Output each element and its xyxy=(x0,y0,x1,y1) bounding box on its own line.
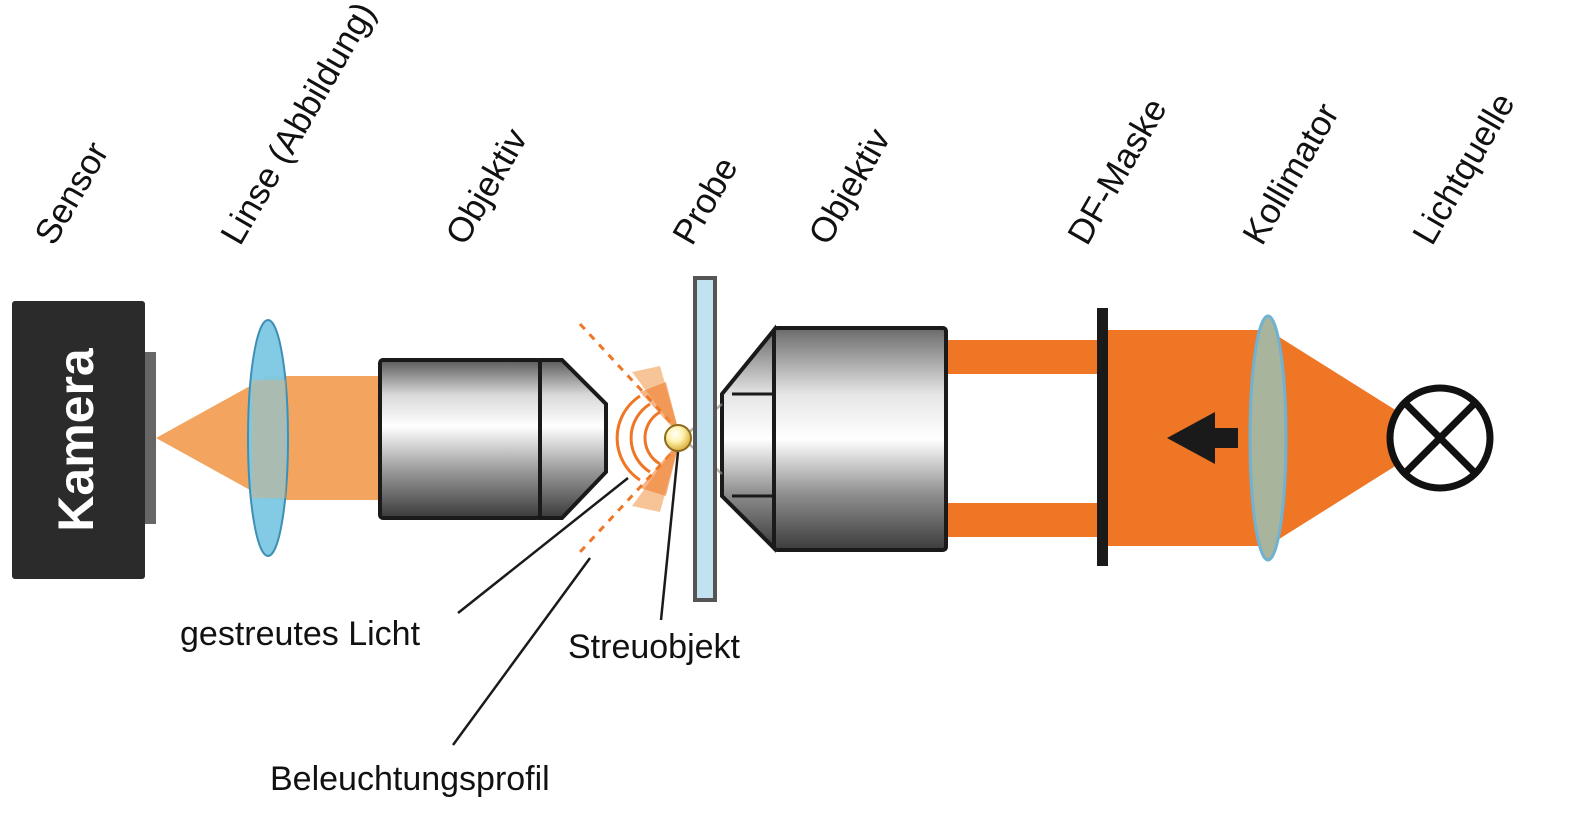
probe-slide xyxy=(693,276,717,602)
illumination-profile-top xyxy=(578,322,682,434)
label-sensor: Sensor xyxy=(27,135,116,251)
source-light-cone xyxy=(1268,330,1440,546)
leader-lines xyxy=(451,451,680,746)
focused-cone xyxy=(156,376,268,500)
label-illumination-profile: Beleuchtungsprofil xyxy=(270,760,550,798)
objective-right xyxy=(720,324,948,553)
label-collimator: Kollimator xyxy=(1235,96,1347,251)
scattering-object xyxy=(664,424,692,452)
direction-arrow-icon xyxy=(1167,412,1238,464)
leader-scatter-object xyxy=(659,451,680,621)
scatter-region xyxy=(578,322,692,554)
label-objective-right: Objektiv xyxy=(801,122,898,251)
leader-illumination-profile xyxy=(451,557,592,746)
camera-body xyxy=(12,301,145,579)
annular-beam-top xyxy=(946,340,1106,374)
objective-left xyxy=(378,358,608,520)
sensor-chip xyxy=(143,352,156,524)
label-scatter-object: Streuobjekt xyxy=(568,628,741,666)
camera: Kamera xyxy=(12,301,156,579)
lens-overlap-tint xyxy=(252,380,286,498)
illumination-profile-bottom xyxy=(578,442,682,554)
label-objective-left: Objektiv xyxy=(438,122,535,251)
collimator-lens xyxy=(1248,314,1288,562)
label-scattered-light: gestreutes Licht xyxy=(180,615,421,653)
imaging-lens xyxy=(247,319,289,557)
annular-beam-bottom xyxy=(946,503,1106,537)
label-lens-imaging: Linse (Abbildung) xyxy=(213,0,383,251)
leader-scattered-light xyxy=(457,477,629,614)
df-mask xyxy=(1097,308,1108,566)
label-df-mask: DF-Maske xyxy=(1060,92,1174,251)
light-source-icon xyxy=(1386,384,1494,492)
label-probe: Probe xyxy=(665,151,745,251)
camera-label: Kamera xyxy=(48,347,104,532)
label-light-source: Lichtquelle xyxy=(1405,87,1522,251)
